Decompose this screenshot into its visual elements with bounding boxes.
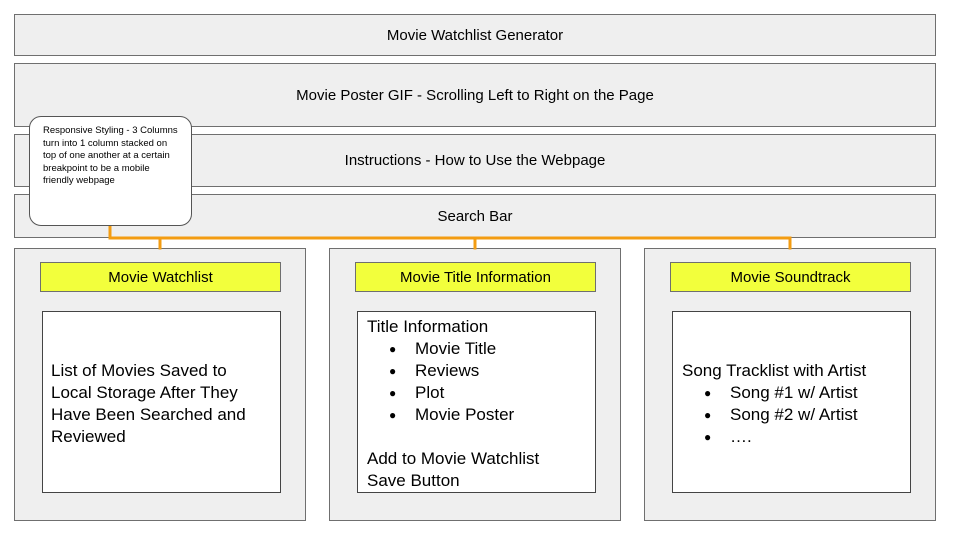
page-title-bar: Movie Watchlist Generator (14, 14, 936, 56)
watchlist-card: List of Movies Saved to Local Storage Af… (42, 311, 281, 493)
list-item: Song #2 w/ Artist (682, 404, 902, 426)
list-item: …. (682, 426, 902, 448)
list-item: Plot (367, 382, 587, 404)
banner-label: Movie Poster GIF - Scrolling Left to Rig… (296, 86, 654, 104)
soundtrack-card: Song Tracklist with Artist Song #1 w/ Ar… (672, 311, 911, 493)
soundtrack-heading: Song Tracklist with Artist (682, 361, 867, 380)
responsive-styling-note: Responsive Styling - 3 Columns turn into… (29, 116, 192, 226)
list-item: Movie Poster (367, 404, 587, 426)
soundtrack-header: Movie Soundtrack (670, 262, 911, 292)
title-info-header: Movie Title Information (355, 262, 596, 292)
title-info-card: Title Information Movie Title Reviews Pl… (357, 311, 596, 493)
search-bar-label: Search Bar (437, 207, 513, 225)
list-item: Song #1 w/ Artist (682, 382, 902, 404)
add-to-watchlist-text: Add to Movie Watchlist (367, 449, 540, 468)
title-info-list: Movie Title Reviews Plot Movie Poster (367, 338, 587, 426)
page-title: Movie Watchlist Generator (386, 26, 564, 44)
note-text: Responsive Styling - 3 Columns turn into… (43, 125, 178, 186)
watchlist-description: List of Movies Saved to Local Storage Af… (51, 361, 246, 446)
title-info-column: Movie Title Information Title Informatio… (329, 248, 621, 521)
title-info-heading: Title Information (367, 317, 489, 336)
soundtrack-column: Movie Soundtrack Song Tracklist with Art… (644, 248, 936, 521)
instructions-label: Instructions - How to Use the Webpage (344, 152, 606, 169)
watchlist-header: Movie Watchlist (40, 262, 281, 292)
list-item: Reviews (367, 360, 587, 382)
watchlist-column: Movie Watchlist List of Movies Saved to … (14, 248, 306, 521)
list-item: Movie Title (367, 338, 587, 360)
save-button[interactable]: Save Button (367, 471, 460, 490)
soundtrack-list: Song #1 w/ Artist Song #2 w/ Artist …. (682, 382, 902, 448)
